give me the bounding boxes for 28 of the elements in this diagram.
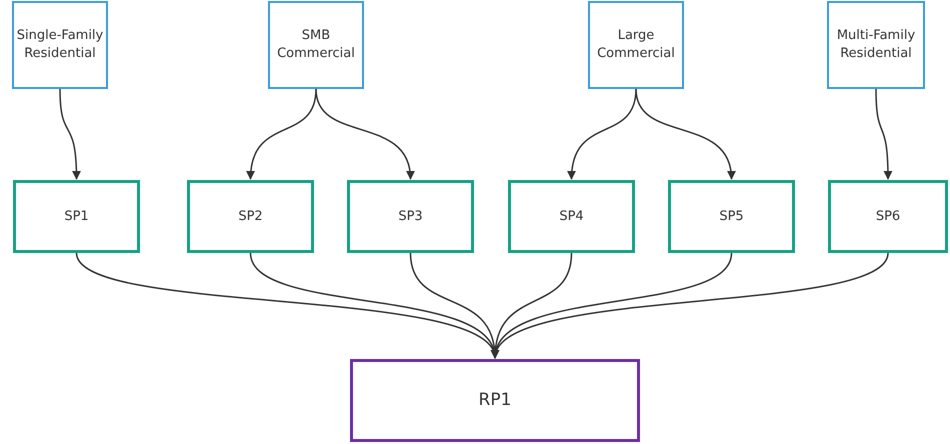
arrow bbox=[568, 88, 637, 180]
process-box bbox=[187, 180, 314, 253]
node-label: Large Commercial bbox=[596, 27, 676, 63]
process-box bbox=[13, 180, 140, 253]
process-box bbox=[828, 180, 948, 253]
node-label: SMB Commercial bbox=[276, 27, 356, 63]
arrow bbox=[875, 88, 892, 180]
result-box bbox=[350, 359, 640, 442]
node-label: SP6 bbox=[876, 208, 900, 226]
node-label: SP2 bbox=[238, 208, 263, 226]
node-label: Multi-Family Residential bbox=[836, 27, 916, 63]
node-label: RP1 bbox=[478, 389, 512, 412]
process-box bbox=[508, 180, 635, 253]
node-label: SP4 bbox=[559, 208, 584, 226]
arrow bbox=[315, 88, 414, 180]
category-box bbox=[827, 1, 925, 89]
category-box bbox=[588, 1, 684, 89]
node-label: SP5 bbox=[719, 208, 744, 226]
process-box bbox=[347, 180, 474, 253]
category-box bbox=[12, 1, 108, 89]
arrow bbox=[59, 88, 81, 180]
node-label: SP1 bbox=[64, 208, 89, 226]
category-box bbox=[268, 1, 364, 89]
arrow bbox=[246, 88, 317, 180]
node-label: SP3 bbox=[398, 208, 423, 226]
node-label: Single-Family Residential bbox=[16, 27, 104, 63]
process-box bbox=[668, 180, 795, 253]
arrow bbox=[635, 88, 735, 180]
